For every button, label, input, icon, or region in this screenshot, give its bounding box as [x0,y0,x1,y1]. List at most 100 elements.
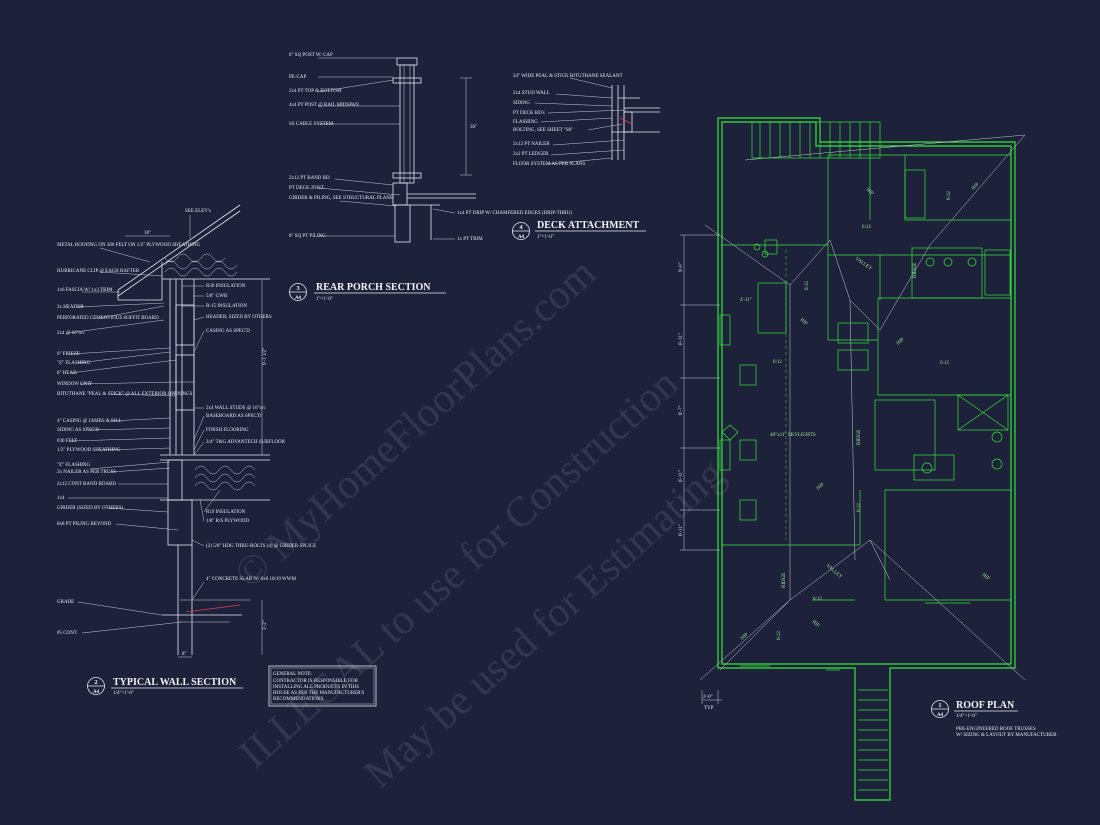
detail-number: 3 [296,285,300,292]
wall-label: 5/8" GWB [206,294,228,299]
top-rail [392,77,422,84]
wall-label: R19 INSULATION [206,510,246,515]
porch-label: 2x12 PT BAND BD [289,176,330,181]
deck-label: 2x12 PT NAILER [513,142,550,147]
rear-porch-section: 36" 6" SQ POST W/ CAP PE-CAP 2x4 PT TOP … [289,53,572,302]
wall-label: 2x4 WALL STUDS @ 16"o/c [206,406,266,411]
wall-label: R-15 INSULATION [206,304,247,309]
wall-label: 3/4" T&G ADVANTECH SUBFLOOR [206,440,286,445]
post-cap [396,57,418,66]
roof-scale: 1/4"=1'-0" [956,714,977,719]
ridge-label: RIDGE [857,430,862,445]
wall-label: HURRICANE CLIP @ EACH RAFTER [57,269,140,274]
deck-attachment: 24" WIDE PEAL & STICK BITUTHANE SEALANT … [512,74,660,240]
wall-label: WINDOW UNIT [57,382,92,387]
detail-sheet: A4 [295,296,302,301]
porch-label: PT DECK JOIST [289,186,324,191]
skylight-label: 48"x21" SKYLIGHTS [770,433,816,438]
porch-label: 2x4 PT TOP & BOTTOM [289,89,342,94]
detail-sheet: A4 [518,235,525,240]
watermark-line: © MyHomeFloorPlans.com [226,250,605,598]
girder [167,499,193,546]
pitch-label: 6:12 [857,503,862,512]
roof-note: W/ SIZING & LAYOUT BY MANUFACTURER [956,733,1057,738]
pitch-label: 6:12 [813,597,822,602]
pitch-label: 6:12 [773,360,782,365]
wall-dim: 18" [144,231,151,236]
wall-label: 1/8" R/S PLYWOOD [206,519,249,524]
ridge-label: RIDGE [782,573,787,588]
porch-label: 6" SQ POST W/ CAP [289,53,333,58]
bottom-rail [392,172,422,179]
wall-label: CASING AS SPEC'D [206,329,250,334]
wall-label: FINISH FLOORING [206,428,249,433]
wall-label: PERFORATED CEMENTIOUS SOFFIT BOARD [57,316,159,321]
roof-insulation [164,253,238,277]
deck-title: DECK ATTACHMENT [537,220,639,231]
deck-label: 2x4 STUD WALL [513,91,550,96]
hip-label: HIP [799,318,809,327]
roof-dim: 6'-11" [679,524,684,536]
deck-label: PT DECK BD's [513,111,545,116]
detail-sheet: A4 [937,713,944,718]
wall-label: 8x8 PT PILING BEYOND [57,522,112,527]
band-board [167,459,183,501]
porch-label: 1x PT TRIM [457,237,483,242]
wall-label: 1x6 FASCIA W/ 1x3 TRIM [57,288,113,293]
roof-dim: 6'-11" [679,333,684,345]
hip-label: HIP [865,188,875,197]
note-line: HOUSE AS PER THE MANUFACTURER'S [273,691,365,696]
porch-label: GIRDER & PILING, SEE STRUCTURAL PLANS [289,196,393,201]
wall-label: 1/2" PLYWOOD SHEATHING [57,448,121,453]
wall-label: "Z" FLASHING [57,361,90,366]
deck-label: FLASHING [513,120,538,125]
detail-number: 2 [94,679,97,686]
note-line: INSTALLING ALL PRODUCTS IN THIS [273,685,359,690]
deck-scale: 1"=1'-0" [537,235,554,240]
hip-label: HIP [981,573,991,582]
wall-label: SIDING AS SPEC'D [57,428,99,433]
wall-label: 2x4 @ 16"o/c [57,331,86,336]
hip-label: HIP [811,620,821,629]
roof-plan: RIDGE RIDGE VALLEY VALLEY RIDGE 48"x21" … [679,117,1057,801]
wall-label: 1x4 [57,496,65,501]
porch-label: SS CABLE SYSTEM [289,122,334,127]
roof-dim: 6'-11" [679,470,684,482]
deck-label: 2x2 PT LEDGER [513,152,549,157]
floor-insulation [194,465,256,491]
wall-dim: 3'-2" [263,620,268,630]
wall-label: 6" FRIEZE [57,352,80,357]
wall-label: GRADE [57,600,74,605]
see-elev: SEE ELEV's [185,209,211,214]
stair-bottom [858,689,888,791]
wall-label: #30 FELT [57,439,77,444]
wall-label: BASEBOARD AS SPEC'D [206,414,262,419]
wall-label: #5 CONT. [57,631,78,636]
pitch-label: 6:12 [862,225,871,230]
wall-label: "Z" FLASHING [57,463,90,468]
hip-label: HIP [971,182,981,191]
wall-dim: 8" [182,652,187,657]
note-line: RECOMMENDATIONS. [273,697,325,702]
roof-dim: TYP [704,706,714,711]
floor-plan-walls [719,154,1011,671]
hip-label: HIP [740,632,750,641]
detail-sheet: A4 [93,690,100,695]
detail-number: 4 [519,224,523,231]
wall-label: 6" HEAD [57,371,77,376]
window-unit [175,354,195,411]
stair-top [751,121,881,159]
roof-title: ROOF PLAN [956,700,1015,711]
dim-label: 4'-11" [740,298,752,303]
roof-dim: 2'-0" [703,695,713,700]
pitch-label: 6:12 [947,191,952,200]
wall-label: 4" CONCRETE SLAB W/ 6x6 10/10 WWM [206,577,296,582]
porch-scale: 1"=1'-0" [316,297,333,302]
pitch-label: 6:12 [777,631,782,640]
hip-label: HIP [816,482,826,491]
pitch-label: 6:12 [805,281,810,290]
wall-label: 4" CASING @ JAMBS & SILL [57,419,122,424]
typical-wall-section: 18" 9'-1 1/2" 3'-2" 8" SEE ELEV's METAL … [57,204,316,696]
